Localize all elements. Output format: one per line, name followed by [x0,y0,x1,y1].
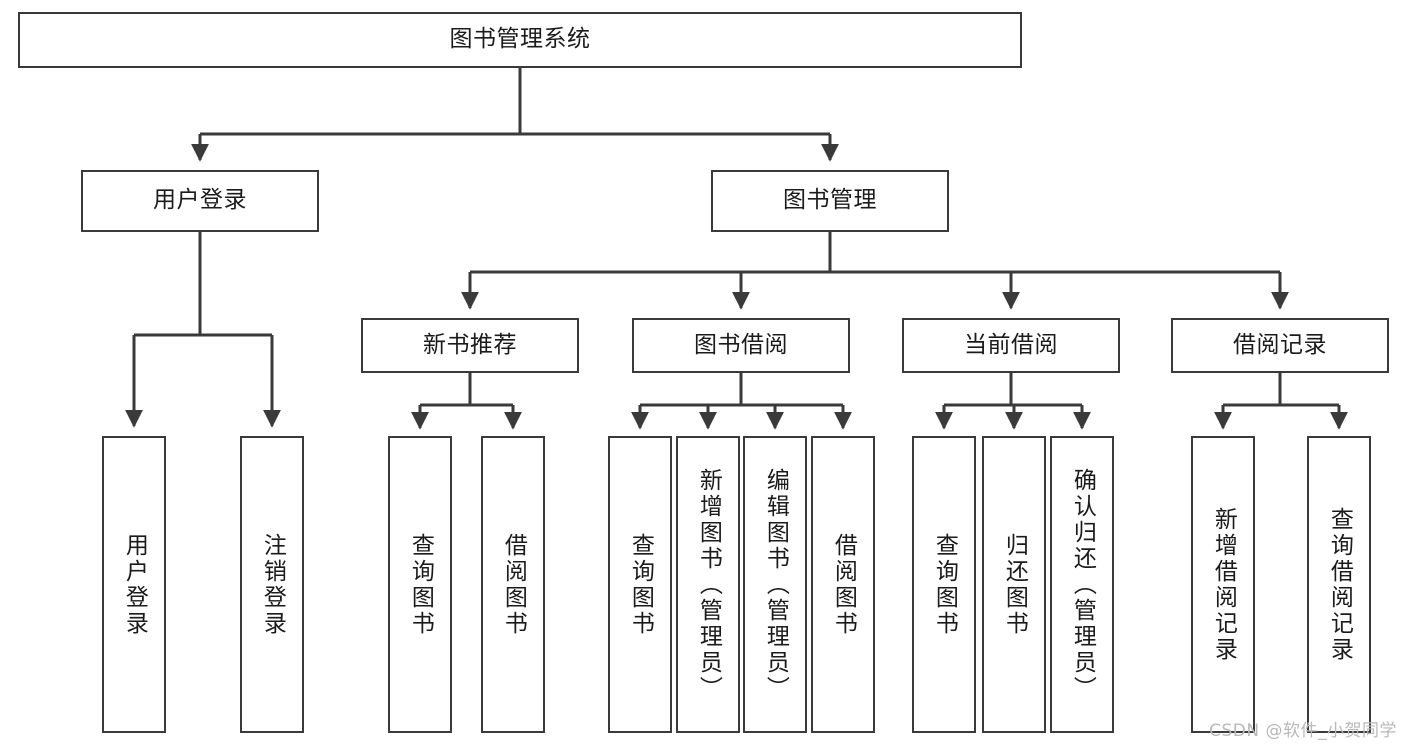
node-leaf-query-book-3[interactable]: 查询图书 [912,436,976,733]
node-leaf-user-login[interactable]: 用户登录 [102,436,166,733]
node-leaf-borrow-book-2-label: 借阅图书 [830,532,857,637]
node-leaf-add-book-label: 新增图书（管理员） [695,467,722,702]
node-user-login-label: 用户登录 [153,187,247,214]
node-leaf-logout[interactable]: 注销登录 [240,436,304,733]
node-leaf-add-record-label: 新增借阅记录 [1210,506,1237,663]
csdn-watermark: CSDN @软件_小贺同学 [1209,721,1397,741]
node-leaf-query-book-2[interactable]: 查询图书 [608,436,672,733]
node-leaf-edit-book[interactable]: 编辑图书（管理员） [743,436,807,733]
node-new-book-recommend-label: 新书推荐 [423,331,517,358]
node-book-borrow[interactable]: 图书借阅 [632,318,850,373]
node-leaf-query-record-label: 查询借阅记录 [1326,506,1353,663]
node-leaf-edit-book-label: 编辑图书（管理员） [762,467,789,702]
node-book-manage-label: 图书管理 [783,187,877,214]
node-book-manage[interactable]: 图书管理 [711,170,949,232]
node-leaf-return-book-label: 归还图书 [1001,532,1028,637]
node-borrow-record-label: 借阅记录 [1233,331,1327,358]
node-leaf-add-record[interactable]: 新增借阅记录 [1191,436,1255,733]
node-leaf-query-book-2-label: 查询图书 [627,532,654,637]
node-leaf-borrow-book-1-label: 借阅图书 [500,532,527,637]
node-book-borrow-label: 图书借阅 [694,331,788,358]
node-leaf-query-book-1-label: 查询图书 [407,532,434,637]
node-leaf-borrow-book-1[interactable]: 借阅图书 [481,436,545,733]
node-root-label: 图书管理系统 [449,26,591,53]
node-leaf-confirm-return-label: 确认归还（管理员） [1069,467,1096,702]
node-user-login[interactable]: 用户登录 [81,170,319,232]
node-leaf-confirm-return[interactable]: 确认归还（管理员） [1050,436,1114,733]
node-leaf-return-book[interactable]: 归还图书 [982,436,1046,733]
node-leaf-add-book[interactable]: 新增图书（管理员） [676,436,740,733]
node-borrow-record[interactable]: 借阅记录 [1171,318,1389,373]
node-leaf-query-book-1[interactable]: 查询图书 [388,436,452,733]
node-leaf-query-book-3-label: 查询图书 [931,532,958,637]
node-root[interactable]: 图书管理系统 [18,12,1022,68]
node-current-borrow-label: 当前借阅 [964,331,1058,358]
node-leaf-borrow-book-2[interactable]: 借阅图书 [811,436,875,733]
node-new-book-recommend[interactable]: 新书推荐 [361,318,579,373]
node-leaf-query-record[interactable]: 查询借阅记录 [1307,436,1371,733]
node-leaf-logout-label: 注销登录 [259,532,286,637]
node-current-borrow[interactable]: 当前借阅 [902,318,1120,373]
node-leaf-user-login-label: 用户登录 [121,532,148,637]
